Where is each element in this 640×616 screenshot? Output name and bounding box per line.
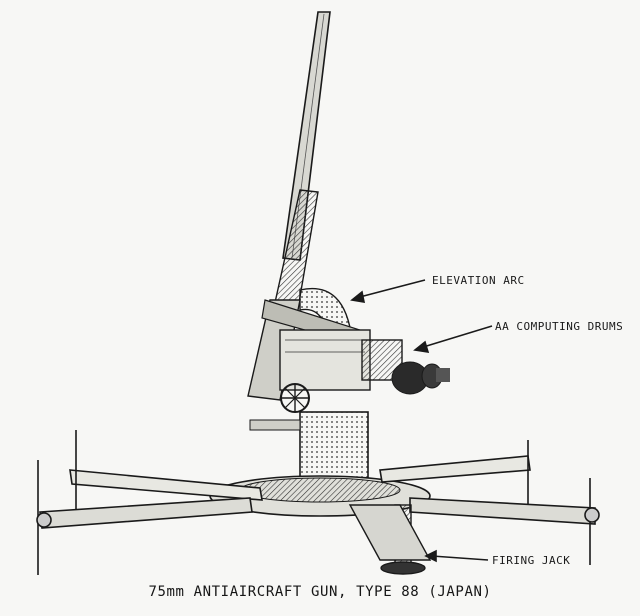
firing-jack-label: FIRING JACK <box>492 554 571 567</box>
firing-jack <box>348 504 432 575</box>
aa-computing-drums-label: AA COMPUTING DRUMS <box>495 320 624 333</box>
figure-caption: 75mm ANTIAIRCRAFT GUN, TYPE 88 (JAPAN) <box>148 584 492 600</box>
leader-arrows <box>350 279 493 563</box>
handwheel <box>280 383 310 413</box>
aa-computing-drums <box>361 339 450 395</box>
gun-barrel <box>271 11 331 321</box>
cradle-assembly <box>247 288 371 401</box>
outrigger-legs <box>36 430 600 575</box>
elevation-arc-label: ELEVATION ARC <box>432 274 525 287</box>
